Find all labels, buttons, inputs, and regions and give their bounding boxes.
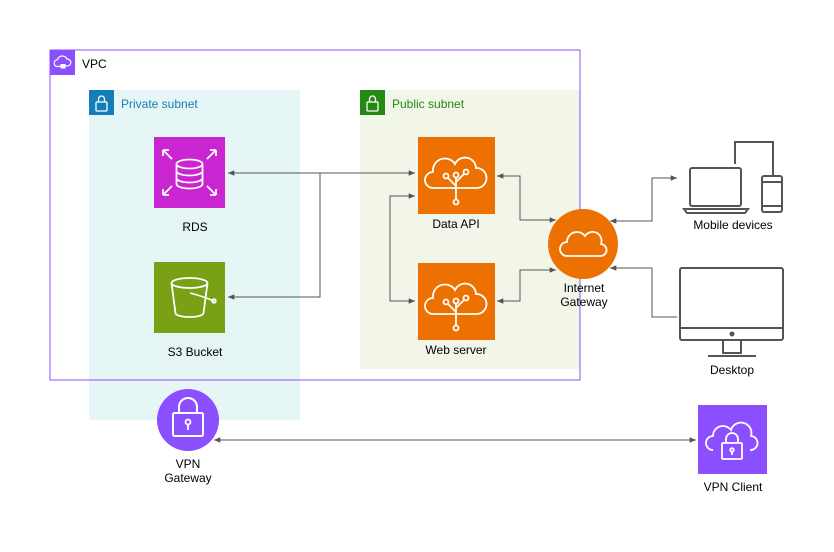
web-server-cloud-icon — [418, 263, 495, 340]
public-subnet-label: Public subnet — [392, 97, 465, 111]
data-api-label: Data API — [432, 217, 479, 231]
connections — [214, 170, 696, 443]
private-subnet-padlock-icon — [89, 90, 114, 115]
internet-gateway-node[interactable]: Internet Gateway — [548, 209, 618, 309]
edge-data-api-internet-gateway — [497, 173, 556, 223]
edge-data-api-web-server — [389, 193, 415, 304]
vpn-client-label: VPN Client — [704, 480, 763, 494]
rds-label: RDS — [182, 220, 207, 234]
monitor-icon — [679, 267, 784, 357]
data-api-cloud-icon — [418, 137, 495, 214]
s3-bucket-icon — [154, 262, 225, 333]
s3-label: S3 Bucket — [168, 345, 223, 359]
vpn-client-node[interactable]: VPN Client — [698, 405, 767, 494]
devices-icon — [682, 141, 783, 214]
edge-s3-data-api — [228, 173, 321, 300]
public-subnet-padlock-icon — [360, 90, 385, 115]
internet-gateway-cloud-icon — [548, 209, 618, 279]
vpc-label: VPC — [82, 57, 107, 71]
s3-node[interactable]: S3 Bucket — [154, 262, 225, 359]
vpc-cloud-lock-icon — [50, 50, 75, 75]
mobile-devices-label: Mobile devices — [693, 218, 772, 232]
vpn-client-cloud-padlock-icon — [698, 405, 767, 474]
mobile-devices-node[interactable]: Mobile devices — [682, 141, 783, 232]
internet-gateway-label-line1: Internet — [564, 281, 605, 295]
edge-web-server-internet-gateway — [497, 267, 556, 304]
rds-node[interactable]: RDS — [154, 137, 225, 234]
data-api-node[interactable]: Data API — [418, 137, 495, 231]
vpn-gateway-padlock-icon — [157, 389, 219, 451]
vpn-gateway-node[interactable]: VPN Gateway — [157, 389, 219, 485]
private-subnet-label: Private subnet — [121, 97, 198, 111]
web-server-label: Web server — [425, 343, 486, 357]
web-server-node[interactable]: Web server — [418, 263, 495, 357]
internet-gateway-label-line2: Gateway — [560, 295, 607, 309]
edge-internet-gateway-mobile — [610, 175, 677, 224]
desktop-node[interactable]: Desktop — [679, 267, 784, 377]
edge-internet-gateway-desktop — [610, 265, 677, 318]
vpn-gateway-label-line1: VPN — [176, 457, 201, 471]
desktop-label: Desktop — [710, 363, 754, 377]
vpn-gateway-label-line2: Gateway — [164, 471, 211, 485]
rds-database-icon — [154, 137, 225, 208]
